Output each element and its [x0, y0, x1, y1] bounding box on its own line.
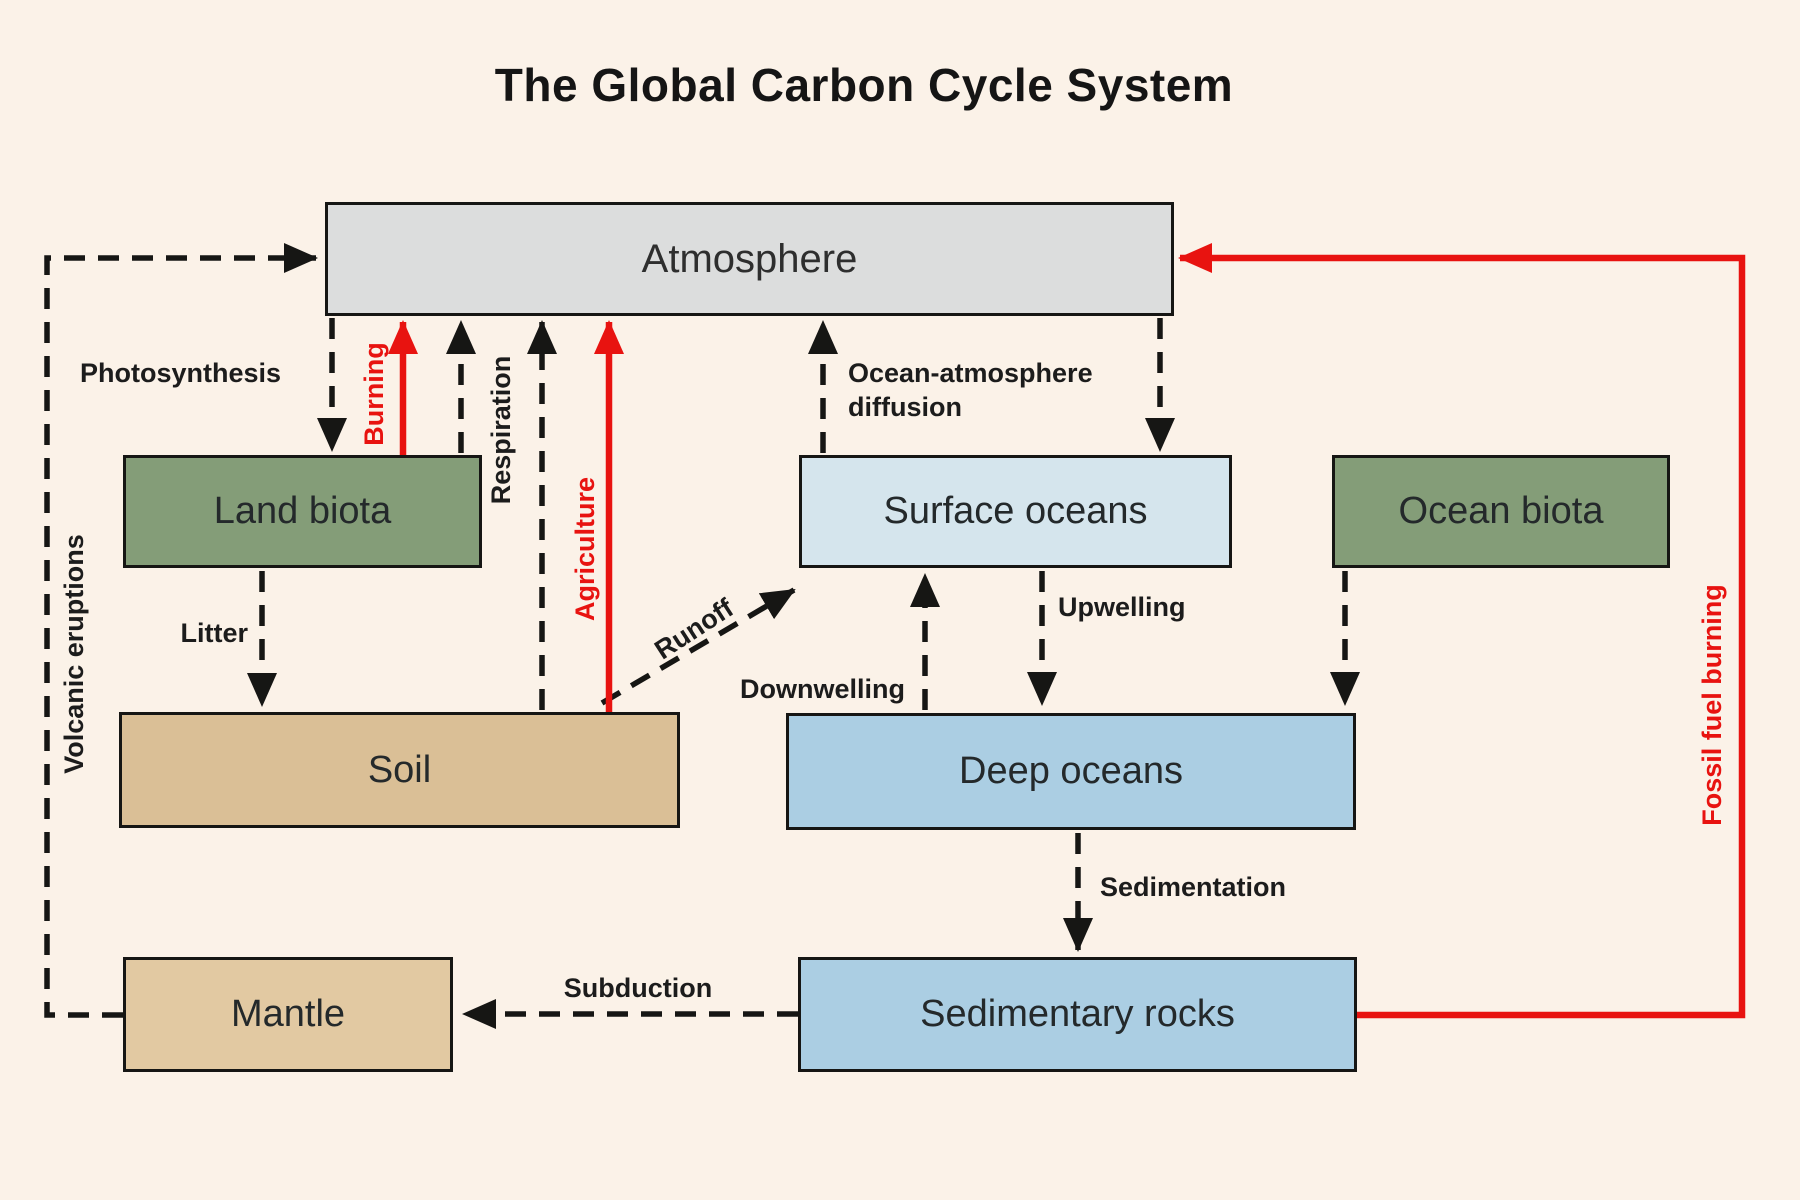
box-deep-oceans-label: Deep oceans — [959, 750, 1183, 792]
agriculture-label: Agriculture — [570, 476, 600, 622]
ocean-atmosphere-diffusion-label: Ocean-atmosphere diffusion — [848, 358, 1093, 422]
fossil-fuel-burning-label: Fossil fuel burning — [1697, 584, 1727, 826]
respiration-label: Respiration — [486, 355, 516, 505]
volcanic-eruptions-label: Volcanic eruptions — [59, 534, 89, 774]
box-surface-oceans: Surface oceans — [799, 455, 1232, 568]
box-deep-oceans: Deep oceans — [786, 713, 1356, 830]
fossil-fuel-burning-arrow — [1178, 243, 1746, 1019]
box-ocean-biota-label: Ocean biota — [1398, 490, 1604, 532]
box-soil-label: Soil — [367, 748, 432, 791]
diagram-title: The Global Carbon Cycle System — [494, 59, 1234, 111]
box-soil: Soil — [119, 712, 680, 828]
sedimentation-label: Sedimentation — [1100, 872, 1287, 902]
box-surface-oceans-label: Surface oceans — [883, 490, 1148, 532]
box-land-biota-label: Land biota — [213, 490, 392, 532]
box-mantle: Mantle — [123, 957, 453, 1072]
box-sedimentary-rocks: Sedimentary rocks — [798, 957, 1357, 1072]
box-mantle-label: Mantle — [230, 993, 346, 1035]
photosynthesis-label: Photosynthesis — [80, 358, 282, 388]
burning-label: Burning — [359, 342, 389, 446]
box-atmosphere-label: Atmosphere — [641, 236, 858, 281]
runoff-arrow — [600, 587, 796, 706]
downwelling-label: Downwelling — [740, 674, 905, 704]
volcanic-eruptions-arrow — [44, 243, 318, 1018]
box-sedimentary-rocks-label: Sedimentary rocks — [920, 993, 1235, 1035]
subduction-label: Subduction — [563, 973, 713, 1003]
box-atmosphere: Atmosphere — [325, 202, 1174, 316]
box-land-biota: Land biota — [123, 455, 482, 568]
litter-label: Litter — [180, 618, 249, 648]
upwelling-label: Upwelling — [1058, 592, 1186, 622]
box-ocean-biota: Ocean biota — [1332, 455, 1670, 568]
